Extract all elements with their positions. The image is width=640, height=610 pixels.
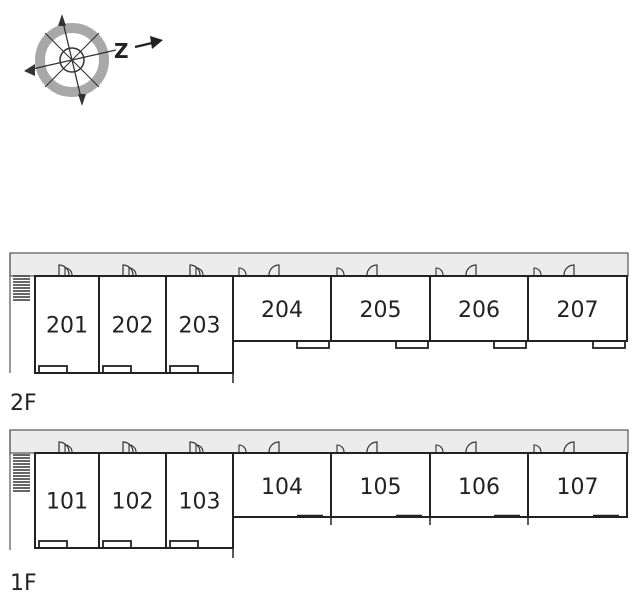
door-icon [563, 264, 575, 276]
unit-room [330, 452, 431, 518]
unit-room [527, 452, 628, 518]
door-icon [189, 264, 201, 276]
unit-number: 207 [557, 298, 599, 323]
door-icon [435, 267, 444, 276]
window-frame [395, 340, 429, 349]
unit-room [98, 452, 167, 549]
unit-104: 104 [232, 441, 332, 525]
unit-207: 207 [527, 264, 628, 349]
unit-number: 201 [46, 314, 88, 339]
door-icon [533, 267, 542, 276]
door-icon [64, 444, 73, 453]
window-frame [102, 365, 132, 374]
unit-number: 206 [458, 298, 500, 323]
compass-tip [24, 64, 35, 76]
unit-room [232, 452, 332, 518]
window-frame [38, 365, 68, 374]
compass-ring [35, 23, 109, 97]
unit-202: 202 [98, 264, 167, 374]
door-icon [189, 441, 201, 453]
unit-room [527, 275, 628, 342]
unit-204: 204 [232, 264, 332, 349]
door-icon [58, 264, 70, 276]
door-icon [64, 267, 73, 276]
unit-number: 101 [46, 490, 88, 515]
window-frame [296, 340, 330, 349]
unit-101: 101 [34, 441, 100, 549]
door-icon [563, 441, 575, 453]
door-icon [128, 444, 137, 453]
unit-room [330, 275, 431, 342]
unit-number: 202 [112, 314, 154, 339]
unit-number: 204 [261, 298, 303, 323]
door-icon [435, 444, 444, 453]
floor-2f: 201 202 203 204 205 206 207 2F [9, 252, 629, 416]
door-icon [465, 441, 477, 453]
stairs [13, 275, 30, 301]
door-icon [58, 441, 70, 453]
door-icon [238, 444, 247, 453]
unit-201: 201 [34, 264, 100, 374]
stairs [13, 454, 30, 492]
door-icon [366, 264, 378, 276]
window-frame [102, 540, 132, 549]
unit-number: 102 [112, 490, 154, 515]
door-icon [465, 264, 477, 276]
floor-label: 1F [10, 571, 37, 596]
window-frame [592, 340, 626, 349]
window-frame [493, 340, 527, 349]
floor-1f: 101 102 103 104 105 106 107 1F [9, 429, 629, 596]
compass-north-label: Z [114, 39, 129, 63]
corridor [9, 429, 629, 454]
compass: Z [24, 14, 163, 106]
unit-number: 205 [360, 298, 402, 323]
unit-107: 107 [527, 441, 628, 525]
door-icon [128, 267, 137, 276]
unit-105: 105 [330, 441, 431, 525]
door-icon [195, 267, 204, 276]
door-icon [122, 441, 134, 453]
door-icon [238, 267, 247, 276]
unit-number: 103 [179, 490, 221, 515]
unit-number: 106 [458, 475, 500, 500]
door-icon [366, 441, 378, 453]
window-frame [169, 365, 199, 374]
unit-number: 203 [179, 314, 221, 339]
window-frame [38, 540, 68, 549]
unit-number: 107 [557, 475, 599, 500]
door-icon [122, 264, 134, 276]
unit-room [429, 452, 529, 518]
floor-label: 2F [10, 391, 37, 416]
compass-axis-line [44, 32, 100, 88]
compass-tip [58, 14, 66, 26]
door-icon [195, 444, 204, 453]
unit-room [165, 275, 234, 374]
compass-north-arrow-icon [150, 36, 163, 49]
compass-tip [78, 94, 86, 106]
door-icon [336, 444, 345, 453]
unit-room [98, 275, 167, 374]
unit-number: 104 [261, 475, 303, 500]
unit-206: 206 [429, 264, 529, 349]
door-icon [533, 444, 542, 453]
door-icon [268, 441, 280, 453]
door-icon [336, 267, 345, 276]
unit-103: 103 [165, 441, 234, 549]
unit-205: 205 [330, 264, 431, 349]
unit-number: 105 [360, 475, 402, 500]
compass-north-arrow-shaft [134, 41, 153, 49]
unit-106: 106 [429, 441, 529, 525]
door-icon [268, 264, 280, 276]
window-frame [169, 540, 199, 549]
unit-203: 203 [165, 264, 234, 374]
unit-102: 102 [98, 441, 167, 549]
corridor [9, 252, 629, 277]
unit-room [34, 452, 100, 549]
